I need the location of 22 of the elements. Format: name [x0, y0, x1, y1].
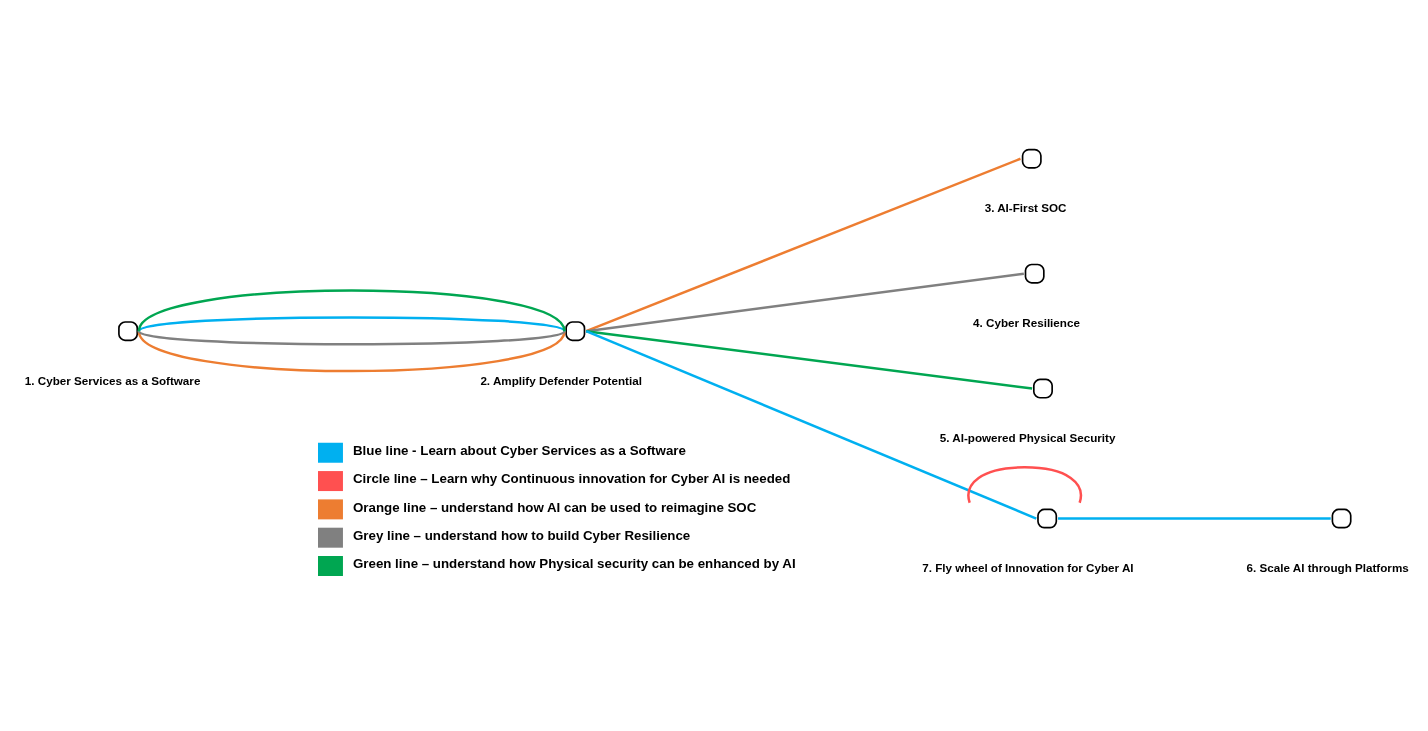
node-label: 1. Cyber Services as a Software	[24, 373, 201, 387]
node-label: 7. Fly wheel of Innovation for Cyber AI	[922, 561, 1134, 575]
node-label: 2. Amplify Defender Potential	[480, 373, 642, 387]
legend-label: Orange line – understand how AI can be used to reimagine SOC	[352, 499, 757, 515]
connector	[137, 330, 566, 373]
node-label: 5. AI-powered Physical Security	[939, 431, 1116, 445]
connector	[586, 329, 1033, 390]
legend-label: Blue line - Learn about Cyber Services as a Software	[352, 443, 686, 459]
connector	[138, 330, 566, 346]
connector	[585, 157, 1021, 333]
legend-label: Circle line – Learn why Continuous innovation for Cyber AI is needed	[352, 471, 791, 487]
node-label: 6. Scale AI through Platforms	[1246, 561, 1409, 575]
connector	[1058, 517, 1331, 520]
connector	[585, 330, 1037, 520]
legend-label: Grey line – understand how to build Cyber Resilience	[352, 528, 691, 544]
connector	[586, 272, 1024, 333]
legend-label: Green line – understand how Physical security can be enhanced by AI	[352, 556, 796, 572]
connector	[138, 316, 566, 333]
node-label: 4. Cyber Resilience	[973, 316, 1080, 330]
connector	[137, 289, 566, 332]
connector	[967, 466, 1082, 504]
node-label: 3. AI-First SOC	[984, 201, 1067, 215]
